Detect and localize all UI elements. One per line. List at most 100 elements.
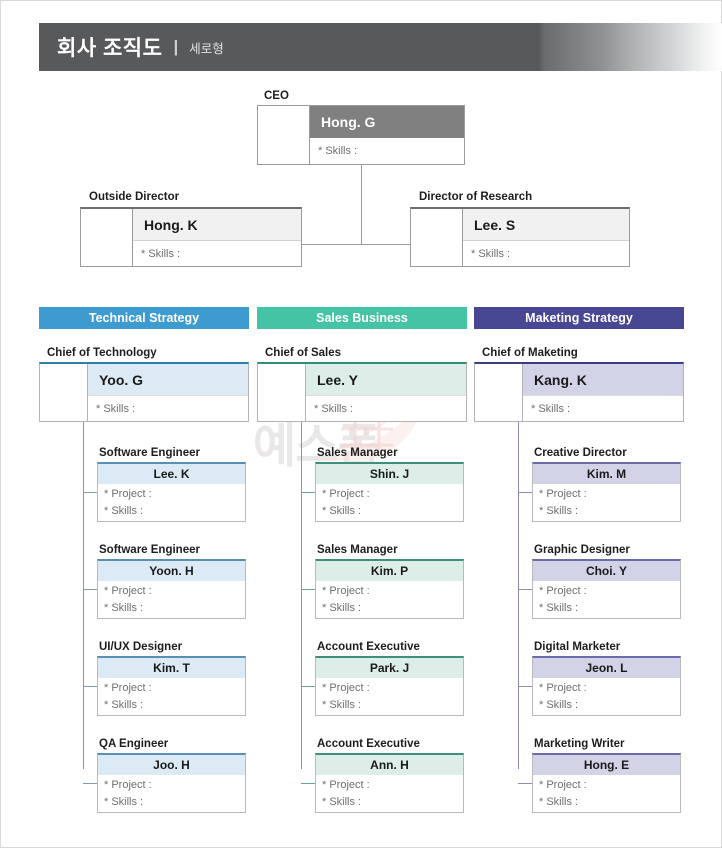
node-label-mkt-staff-2: Digital Marketer [534, 641, 621, 653]
node-label-sales-staff-2: Account Executive [317, 641, 420, 653]
name-mkt-staff-0: Kim. M [533, 464, 680, 484]
card-tech-staff-0[interactable]: Lee. K * Project : * Skills : [97, 462, 246, 522]
field-project: * Project : [104, 779, 152, 791]
card-chief-technology[interactable]: Yoo. G * Skills : [39, 362, 249, 422]
field-project: * Project : [322, 488, 370, 500]
field-skills: * Skills : [539, 505, 579, 517]
name-mkt-staff-3: Hong. E [533, 755, 680, 775]
card-outside-director[interactable]: Hong. K * Skills : [80, 207, 302, 267]
connector-trunk-sales [301, 422, 302, 769]
name-tech-staff-2: Kim. T [98, 658, 245, 678]
node-label-mkt-staff-1: Graphic Designer [534, 544, 630, 556]
field-skills: * Skills : [96, 402, 136, 415]
node-label-mkt-staff-0: Creative Director [534, 447, 627, 459]
node-label-chief-sales: Chief of Sales [265, 347, 342, 359]
field-project: * Project : [539, 682, 587, 694]
node-label-ceo: CEO [264, 90, 289, 102]
connector-trunk-technical [83, 422, 84, 769]
node-label-director-of-research: Director of Research [419, 191, 533, 203]
field-skills: * Skills : [539, 699, 579, 711]
node-label-chief-technology: Chief of Technology [47, 347, 157, 359]
connector-branch-mkt-1 [518, 589, 532, 590]
field-skills: * Skills : [322, 699, 362, 711]
node-label-mkt-staff-3: Marketing Writer [534, 738, 625, 750]
card-tech-staff-1[interactable]: Yoon. H * Project : * Skills : [97, 559, 246, 619]
field-project: * Project : [104, 585, 152, 597]
name-sales-staff-2: Park. J [316, 658, 463, 678]
connector-trunk-marketing [518, 422, 519, 769]
field-project: * Project : [539, 585, 587, 597]
field-skills: * Skills : [141, 247, 181, 260]
field-project: * Project : [104, 488, 152, 500]
dept-bar-marketing[interactable]: Maketing Strategy [474, 307, 684, 329]
field-skills: * Skills : [104, 699, 144, 711]
connector-branch-mkt-2 [518, 686, 532, 687]
node-label-tech-staff-1: Software Engineer [99, 544, 200, 556]
field-skills: * Skills : [104, 602, 144, 614]
node-label-sales-staff-1: Sales Manager [317, 544, 398, 556]
node-label-tech-staff-3: QA Engineer [99, 738, 169, 750]
card-ceo[interactable]: Hong. G * Skills : [257, 105, 465, 165]
photo-placeholder-chief-sales [258, 364, 306, 421]
connector-branch-tech-1 [83, 589, 97, 590]
connector-branch-tech-3 [83, 783, 97, 784]
connector-branch-mkt-3 [518, 783, 532, 784]
name-sales-staff-3: Ann. H [316, 755, 463, 775]
name-chief-sales: Lee. Y [306, 364, 466, 396]
node-label-chief-marketing: Chief of Maketing [482, 347, 578, 359]
card-tech-staff-2[interactable]: Kim. T * Project : * Skills : [97, 656, 246, 716]
name-chief-technology: Yoo. G [88, 364, 248, 396]
photo-placeholder-chief-marketing [475, 364, 523, 421]
connector-ceo-vertical [361, 165, 362, 244]
card-mkt-staff-0[interactable]: Kim. M * Project : * Skills : [532, 462, 681, 522]
field-skills: * Skills : [322, 796, 362, 808]
header-text-group: 회사 조직도 | 세로형 [57, 23, 224, 71]
field-project: * Project : [322, 779, 370, 791]
card-chief-marketing[interactable]: Kang. K * Skills : [474, 362, 684, 422]
card-sales-staff-0[interactable]: Shin. J * Project : * Skills : [315, 462, 464, 522]
card-sales-staff-2[interactable]: Park. J * Project : * Skills : [315, 656, 464, 716]
name-director-of-research: Lee. S [463, 209, 629, 241]
connector-branch-tech-2 [83, 686, 97, 687]
card-tech-staff-3[interactable]: Joo. H * Project : * Skills : [97, 753, 246, 813]
photo-placeholder-director-of-research [411, 209, 463, 266]
photo-placeholder-chief-technology [40, 364, 88, 421]
card-sales-staff-1[interactable]: Kim. P * Project : * Skills : [315, 559, 464, 619]
page-title: 회사 조직도 [57, 37, 163, 60]
header-divider: | [173, 37, 179, 56]
card-sales-staff-3[interactable]: Ann. H * Project : * Skills : [315, 753, 464, 813]
node-label-tech-staff-0: Software Engineer [99, 447, 200, 459]
name-chief-marketing: Kang. K [523, 364, 683, 396]
name-ceo: Hong. G [310, 106, 464, 138]
field-skills: * Skills : [531, 402, 571, 415]
card-mkt-staff-1[interactable]: Choi. Y * Project : * Skills : [532, 559, 681, 619]
field-skills: * Skills : [539, 796, 579, 808]
field-skills: * Skills : [318, 145, 358, 157]
node-label-sales-staff-3: Account Executive [317, 738, 420, 750]
dept-bar-technical[interactable]: Technical Strategy [39, 307, 249, 329]
card-mkt-staff-2[interactable]: Jeon. L * Project : * Skills : [532, 656, 681, 716]
connector-branch-mkt-0 [518, 492, 532, 493]
field-project: * Project : [539, 779, 587, 791]
connector-branch-sales-2 [301, 686, 315, 687]
dept-bar-sales[interactable]: Sales Business [257, 307, 467, 329]
field-project: * Project : [322, 585, 370, 597]
name-tech-staff-0: Lee. K [98, 464, 245, 484]
field-skills: * Skills : [539, 602, 579, 614]
node-label-sales-staff-0: Sales Manager [317, 447, 398, 459]
field-project: * Project : [539, 488, 587, 500]
header-gradient-bar [39, 23, 722, 71]
field-skills: * Skills : [322, 602, 362, 614]
photo-placeholder-outside-director [81, 209, 133, 266]
field-project: * Project : [104, 682, 152, 694]
field-skills: * Skills : [104, 796, 144, 808]
card-mkt-staff-3[interactable]: Hong. E * Project : * Skills : [532, 753, 681, 813]
photo-placeholder-ceo [258, 106, 310, 164]
page-header: 회사 조직도 | 세로형 [39, 23, 722, 71]
card-chief-sales[interactable]: Lee. Y * Skills : [257, 362, 467, 422]
field-skills: * Skills : [471, 247, 511, 260]
card-director-of-research[interactable]: Lee. S * Skills : [410, 207, 630, 267]
name-tech-staff-1: Yoon. H [98, 561, 245, 581]
connector-directors-horizontal [301, 244, 422, 245]
connector-branch-sales-1 [301, 589, 315, 590]
